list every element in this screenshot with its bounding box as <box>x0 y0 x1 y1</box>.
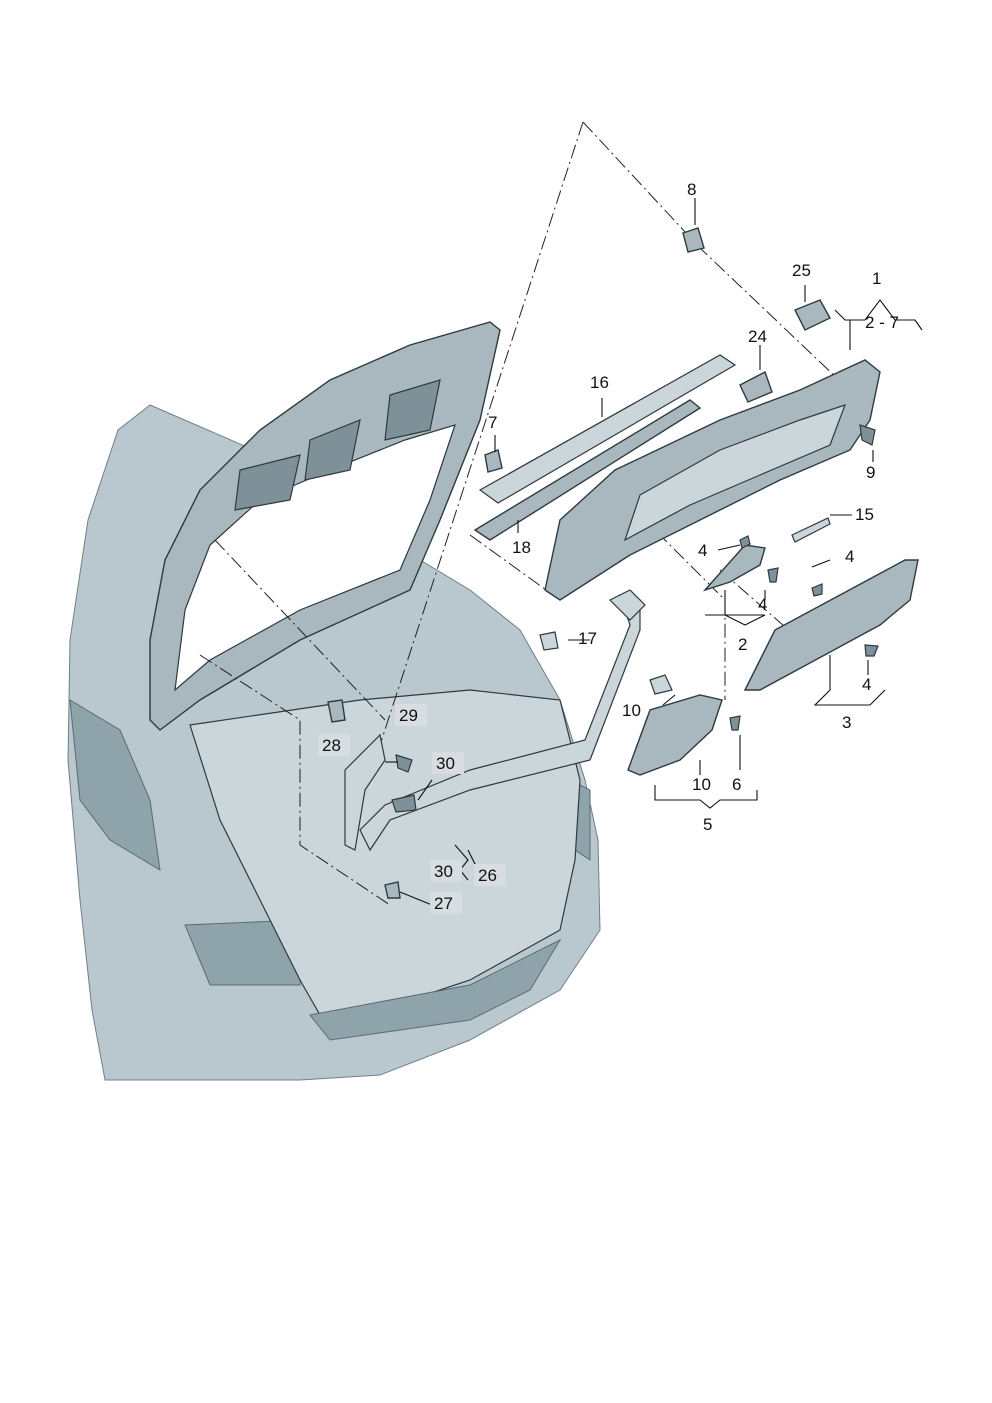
pillar-trim-part-5 <box>627 694 723 776</box>
bracket-part-28 <box>327 699 346 723</box>
callout-9: 9 <box>866 463 875 482</box>
clip-part-7 <box>484 449 503 473</box>
clip-part-8 <box>682 227 705 253</box>
strip-part-15 <box>791 517 831 543</box>
leader-lines <box>385 198 923 906</box>
callout-3: 3 <box>842 713 851 732</box>
callout-1: 1 <box>872 269 881 288</box>
callout-25: 25 <box>792 261 811 280</box>
luggage-cover-roller <box>478 354 737 504</box>
callout-30-a: 30 <box>436 754 455 773</box>
callout-16: 16 <box>590 373 609 392</box>
callout-24: 24 <box>748 327 767 346</box>
screw-part-9 <box>859 424 876 446</box>
seal-part-26 <box>359 594 641 852</box>
screw-part-4-d <box>864 644 879 657</box>
buffer-part-30-b <box>344 733 386 851</box>
roller-blind-carrier <box>473 399 702 541</box>
callout-30-b-bg <box>430 860 462 882</box>
callout-30-a-bg <box>432 752 464 774</box>
clip-part-27 <box>384 881 401 899</box>
callout-4-c: 4 <box>758 595 767 614</box>
tailgate-frame <box>149 321 501 731</box>
screw-part-4-a <box>767 567 779 583</box>
callout-2: 2 <box>738 635 747 654</box>
callout-30-b: 30 <box>434 862 453 881</box>
callout-29: 29 <box>399 706 418 725</box>
callout-labels: 8 25 1 2 - 7 24 16 7 9 15 18 4 4 4 17 2 … <box>318 180 899 914</box>
callout-28: 28 <box>322 736 341 755</box>
callout-15: 15 <box>855 505 874 524</box>
callout-26: 26 <box>478 866 497 885</box>
callout-4-b: 4 <box>845 547 854 566</box>
clip-part-10 <box>649 674 673 695</box>
callout-18: 18 <box>512 538 531 557</box>
callout-26-bg <box>474 864 506 886</box>
grip-cover-part-2 <box>702 544 766 592</box>
callout-17: 17 <box>578 629 597 648</box>
side-trim-part-3 <box>743 559 919 691</box>
callout-27-bg <box>430 892 462 914</box>
screw-part-6 <box>729 715 741 731</box>
callout-4-d: 4 <box>862 675 871 694</box>
screw-part-29 <box>395 754 413 773</box>
seal-part-26-upper <box>608 589 646 621</box>
cap-part-24 <box>739 371 773 403</box>
callout-27: 27 <box>434 894 453 913</box>
tailgate-trim-panel-inner <box>623 404 847 542</box>
callout-4-a: 4 <box>698 541 707 560</box>
callout-7: 7 <box>488 413 497 432</box>
switch-part-25 <box>794 299 831 331</box>
callout-5: 5 <box>703 815 712 834</box>
callout-29-bg <box>395 704 427 726</box>
callout-2-7: 2 - 7 <box>865 313 899 332</box>
callout-8: 8 <box>687 180 696 199</box>
callout-28-bg <box>318 734 350 756</box>
screw-part-30 <box>391 794 417 813</box>
callout-10-a: 10 <box>622 701 641 720</box>
clip-part-4-c <box>811 583 823 597</box>
callout-10-b: 10 <box>692 775 711 794</box>
callout-6: 6 <box>732 775 741 794</box>
clip-part-17 <box>539 631 559 651</box>
clip-part-4-b <box>739 535 751 549</box>
